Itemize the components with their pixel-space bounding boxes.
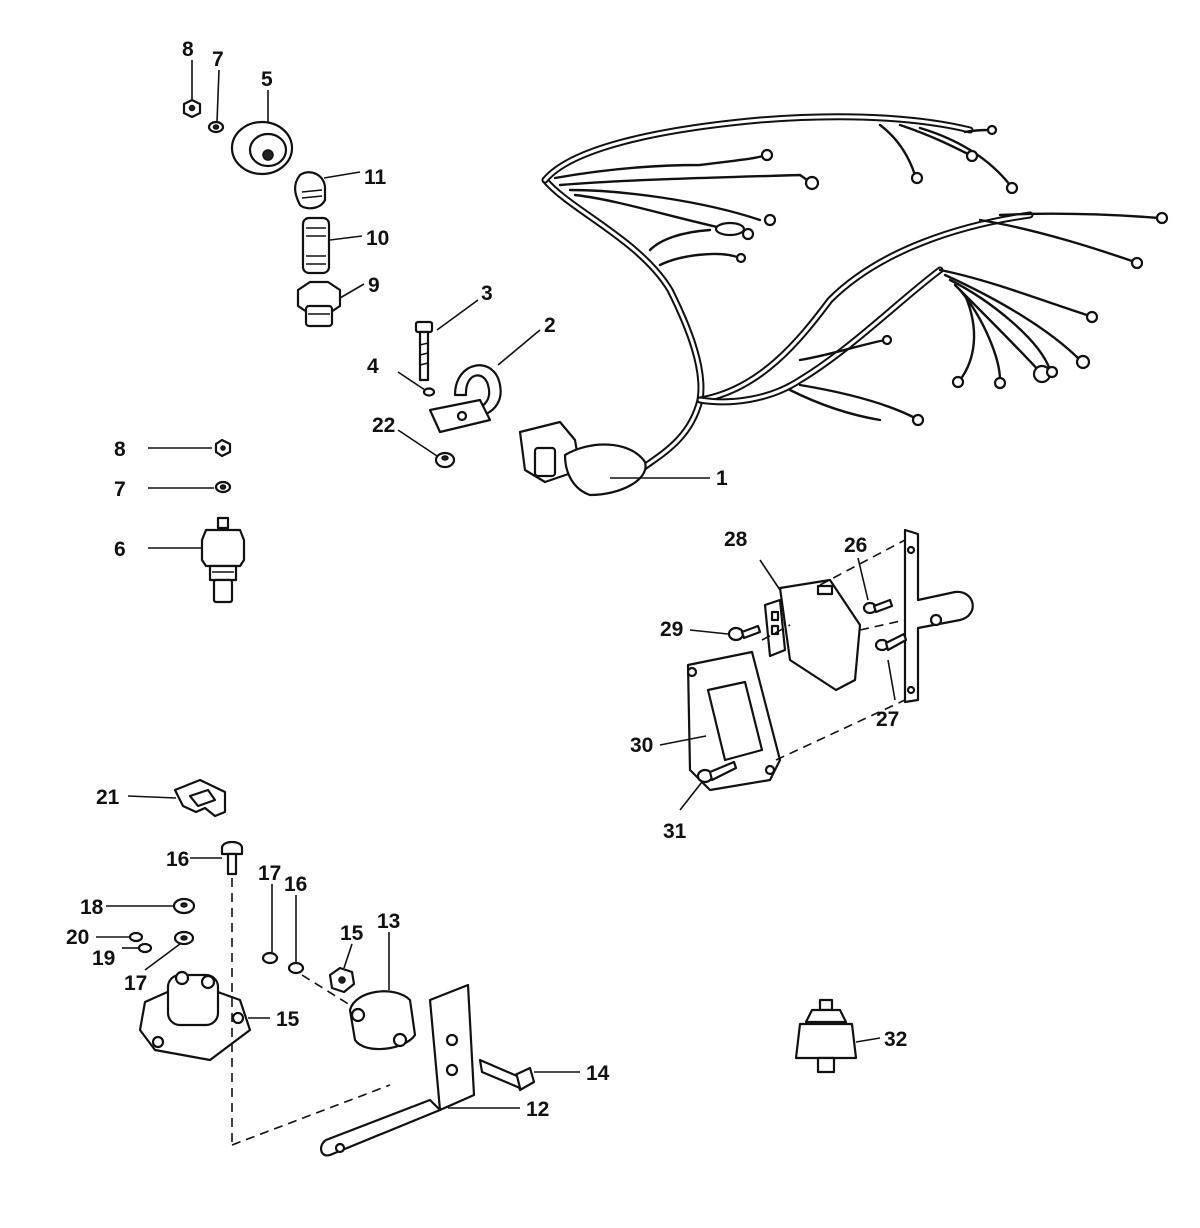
callout-2: 2	[544, 314, 556, 337]
dashed-line	[761, 624, 791, 641]
callout-7: 7	[212, 48, 224, 71]
screw-26	[862, 598, 894, 615]
screw-27	[874, 632, 908, 652]
callout-19: 19	[92, 947, 115, 970]
callout-15: 15	[276, 1008, 300, 1031]
leader-lines	[96, 60, 896, 1109]
lock-washer	[422, 387, 436, 397]
callout-14: 14	[586, 1062, 610, 1085]
callout-18: 18	[80, 896, 104, 919]
callout-17: 17	[258, 862, 281, 885]
knock-sensor	[794, 998, 858, 1074]
nut-19	[137, 942, 153, 954]
ignition-module	[763, 578, 862, 692]
callout-8: 8	[182, 38, 194, 61]
nut-top	[182, 98, 202, 119]
callout-10: 10	[366, 227, 389, 250]
elbow-fitting	[294, 171, 327, 210]
callout-7: 7	[114, 478, 126, 501]
callout-28: 28	[724, 528, 748, 551]
callout-12: 12	[526, 1098, 549, 1121]
callout-16: 16	[284, 873, 307, 896]
bolt-16-left	[220, 840, 244, 876]
callout-16: 16	[166, 848, 189, 871]
callout-20: 20	[66, 926, 89, 949]
wiring-harness	[518, 113, 1169, 497]
washer-16-right	[287, 961, 305, 975]
nut-15	[328, 966, 356, 994]
dashed-line	[775, 699, 906, 761]
bolt-14	[478, 1058, 536, 1092]
mounting-bracket	[320, 983, 476, 1157]
spacer	[434, 451, 456, 469]
washer-17-left	[173, 930, 195, 946]
callout-30: 30	[630, 734, 653, 757]
dashed-line	[301, 974, 351, 1006]
callout-13: 13	[377, 910, 400, 933]
nut-mid	[214, 438, 232, 458]
terminal-cover	[173, 778, 227, 818]
callout-17: 17	[124, 972, 147, 995]
callout-4: 4	[367, 355, 379, 378]
callout-21: 21	[96, 786, 120, 809]
module-bracket	[903, 528, 974, 704]
screw-29	[727, 624, 762, 642]
callout-9: 9	[368, 274, 380, 297]
adapter-fitting	[296, 280, 342, 328]
dashed-line	[859, 619, 906, 631]
callout-6: 6	[114, 538, 126, 561]
harness-clamp	[428, 364, 502, 434]
slave-solenoid	[348, 990, 417, 1051]
callout-1: 1	[716, 467, 728, 490]
callout-3: 3	[481, 282, 493, 305]
pipe-nipple	[301, 216, 331, 275]
clamp-bolt	[414, 320, 434, 382]
callout-11: 11	[364, 166, 387, 189]
nut-18	[172, 897, 196, 915]
dashed-line	[819, 539, 906, 586]
callout-29: 29	[660, 618, 683, 641]
callout-27: 27	[876, 708, 899, 731]
callout-15: 15	[340, 922, 364, 945]
pressure-sender	[230, 120, 294, 176]
module-plate	[686, 650, 782, 792]
callout-31: 31	[663, 820, 687, 843]
callout-8: 8	[114, 438, 126, 461]
lockwasher-20	[128, 931, 144, 943]
callout-32: 32	[884, 1028, 907, 1051]
callout-5: 5	[261, 68, 273, 91]
callout-26: 26	[844, 534, 867, 557]
screw-31	[696, 760, 738, 784]
callout-22: 22	[372, 414, 395, 437]
washer-top	[207, 120, 225, 134]
washer-17-right	[261, 951, 279, 965]
temperature-sender	[200, 516, 246, 604]
starter-solenoid	[138, 970, 252, 1062]
washer-mid	[214, 480, 232, 494]
dashed-line	[231, 1084, 391, 1146]
